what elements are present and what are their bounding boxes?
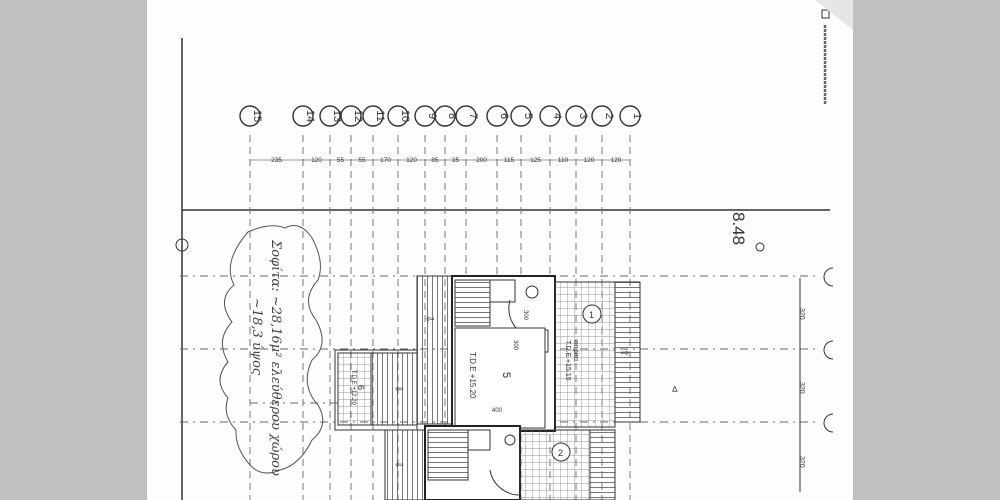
axis-label: 11 <box>374 110 386 121</box>
roof-slope-right <box>614 281 641 423</box>
dimension-label: 320 <box>798 308 805 320</box>
axis-bubble-right <box>823 340 834 360</box>
axis-bubble <box>539 105 561 127</box>
dimension-label: 170 <box>380 157 391 164</box>
survey-point <box>175 238 189 252</box>
room-number: 1 <box>589 310 594 320</box>
slope-arrow-icon: ⇦ <box>395 460 403 471</box>
axis-bubble <box>619 105 641 127</box>
dimension-label: 300 <box>512 340 518 351</box>
axis-bubble <box>340 105 362 127</box>
room-label: T.D.E +15.20 <box>468 352 477 399</box>
dimension-label: 125 <box>530 157 541 164</box>
dimension-label: 400 <box>492 408 503 414</box>
attic-room <box>454 327 546 429</box>
survey-point <box>755 242 765 252</box>
dimension-label: 200 <box>476 157 487 164</box>
room-number: 5 <box>500 372 512 378</box>
axis-label: 5 <box>522 113 534 119</box>
slope-arrow-icon: ⇦ <box>395 384 403 395</box>
dimension-label: 35 <box>452 157 460 164</box>
axis-bubble <box>486 105 508 127</box>
dimension-label: 85 <box>431 157 439 164</box>
axis-label: 8 <box>446 113 458 119</box>
floor-plan: 8.48 320 320 320 15235141201355125511170… <box>175 0 853 500</box>
axis-bubble <box>387 105 409 127</box>
axis-label: 14 <box>304 110 316 122</box>
dimension-label: 120 <box>406 157 417 164</box>
roof-slope-lower-right <box>589 429 616 500</box>
toilet-icon <box>504 434 516 446</box>
axis-bubble <box>510 105 532 127</box>
axis-label: 4 <box>551 113 563 119</box>
toilet-icon <box>525 285 539 299</box>
margin-stamp <box>821 9 830 19</box>
roof-slope-left <box>416 275 453 425</box>
dimension-label: 120 <box>311 157 322 164</box>
axis-bubble-right <box>823 413 834 433</box>
axis-bubble <box>434 105 456 127</box>
room-label: T.D.E +15.15 <box>564 340 571 381</box>
dimension-label: 120 <box>584 157 595 164</box>
axis-label: 13 <box>331 110 343 122</box>
handwritten-note-line: ~18,3 ύψος <box>249 298 264 376</box>
axis-bubble <box>565 105 587 127</box>
slope-arrow-icon: ⇦ <box>426 314 434 325</box>
slope-arrow-icon: ⇨ <box>621 348 629 359</box>
room-number: 2 <box>558 448 563 458</box>
axis-label: 10 <box>399 110 411 122</box>
axis-bubble <box>292 105 314 127</box>
axis-bubble <box>455 105 477 127</box>
axis-bubble <box>362 105 384 127</box>
folded-corner <box>815 0 853 30</box>
room-number: 6 <box>356 385 366 390</box>
dimension-label: 120 <box>611 157 622 164</box>
dimension-label: 235 <box>271 157 282 164</box>
staircase <box>454 279 491 327</box>
room-label: T.D.E +12.20 <box>350 370 356 406</box>
note-cloud <box>219 225 324 474</box>
dimension-label: 115 <box>504 157 515 164</box>
axis-bubble <box>319 105 341 127</box>
staircase-lower <box>427 429 469 481</box>
roof-slope <box>370 352 418 426</box>
axis-label: 12 <box>352 110 364 122</box>
dimension-label: 55 <box>358 157 366 164</box>
dimension-label: 320 <box>798 382 805 394</box>
room-label: σοφίτα <box>572 340 580 361</box>
axis-bubble <box>239 105 261 127</box>
shower <box>489 279 516 303</box>
dimension-label: 110 <box>558 157 569 164</box>
level-mark: 8.48 <box>729 212 748 245</box>
axis-label: 1 <box>631 113 643 119</box>
terrace-2 <box>519 429 591 500</box>
door-swing <box>489 469 521 496</box>
axis-bubble-right <box>823 267 834 287</box>
axis-label: 9 <box>426 113 438 119</box>
dimension-label: 55 <box>337 157 345 164</box>
terrace-1 <box>554 281 616 428</box>
roof-slope-lower-left <box>384 429 426 500</box>
dimension-label: 320 <box>798 456 805 468</box>
axis-label: 6 <box>498 113 510 119</box>
room-bubble <box>582 304 602 324</box>
axis-label: 15 <box>251 110 263 122</box>
axis-label: 2 <box>603 113 615 119</box>
axis-label: 3 <box>577 113 589 119</box>
handwritten-note-line: Σοφίτα: ~28,16μ² ελεύθερου χώρου <box>268 239 283 476</box>
axis-label: 7 <box>467 113 479 119</box>
shower-lower <box>467 429 491 451</box>
room-bubble <box>551 442 571 462</box>
axis-bubble <box>591 105 613 127</box>
section-mark: ⊲ <box>670 385 680 393</box>
dimension-label: 300 <box>522 310 528 321</box>
